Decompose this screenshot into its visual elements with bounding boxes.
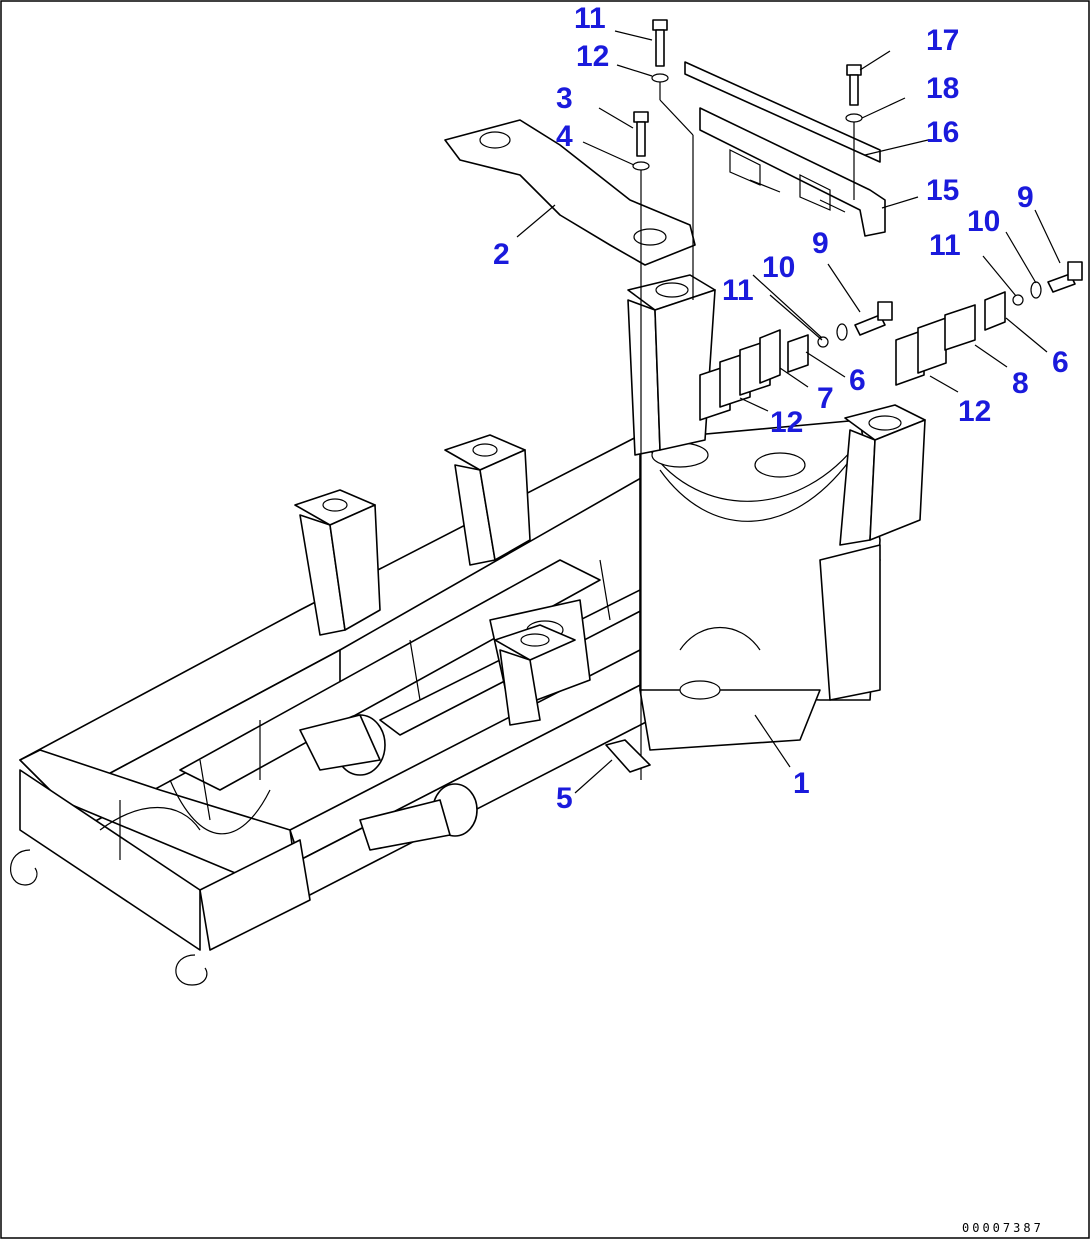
callout-6-left: 6 xyxy=(849,364,866,397)
callout-6-right: 6 xyxy=(1052,346,1069,379)
callout-18: 18 xyxy=(926,72,959,105)
mounting-plate-drawing xyxy=(444,119,696,266)
callout-labels: 11 12 3 4 2 5 1 17 18 16 15 9 10 11 6 7 … xyxy=(493,2,1069,815)
callout-16: 16 xyxy=(926,116,959,149)
callout-11-left: 11 xyxy=(722,274,754,307)
callout-12-left: 12 xyxy=(770,406,803,439)
callout-15: 12 xyxy=(576,40,609,73)
callout-7: 8 xyxy=(1012,367,1029,400)
callout-8: 7 xyxy=(817,382,834,415)
callout-2: 2 xyxy=(493,238,510,271)
callout-10-right: 10 xyxy=(967,205,1000,238)
callout-17: 17 xyxy=(926,24,959,57)
callout-9-left: 9 xyxy=(812,227,829,260)
callout-4: 4 xyxy=(556,120,573,153)
callout-10-left: 10 xyxy=(762,251,795,284)
document-number: 00007387 xyxy=(962,1221,1044,1235)
callout-13: 15 xyxy=(926,174,959,207)
callout-12-right: 12 xyxy=(958,395,991,428)
callout-1: 1 xyxy=(793,767,810,800)
callout-9-right: 9 xyxy=(1017,181,1034,214)
callout-11-right: 11 xyxy=(929,229,961,262)
callout-5: 5 xyxy=(556,782,573,815)
callout-14: 11 xyxy=(574,2,606,35)
leader-lines xyxy=(516,30,1061,794)
callout-3: 3 xyxy=(556,82,573,115)
hardware-drawing xyxy=(605,19,1083,780)
bracket-assembly-drawing xyxy=(684,61,886,237)
